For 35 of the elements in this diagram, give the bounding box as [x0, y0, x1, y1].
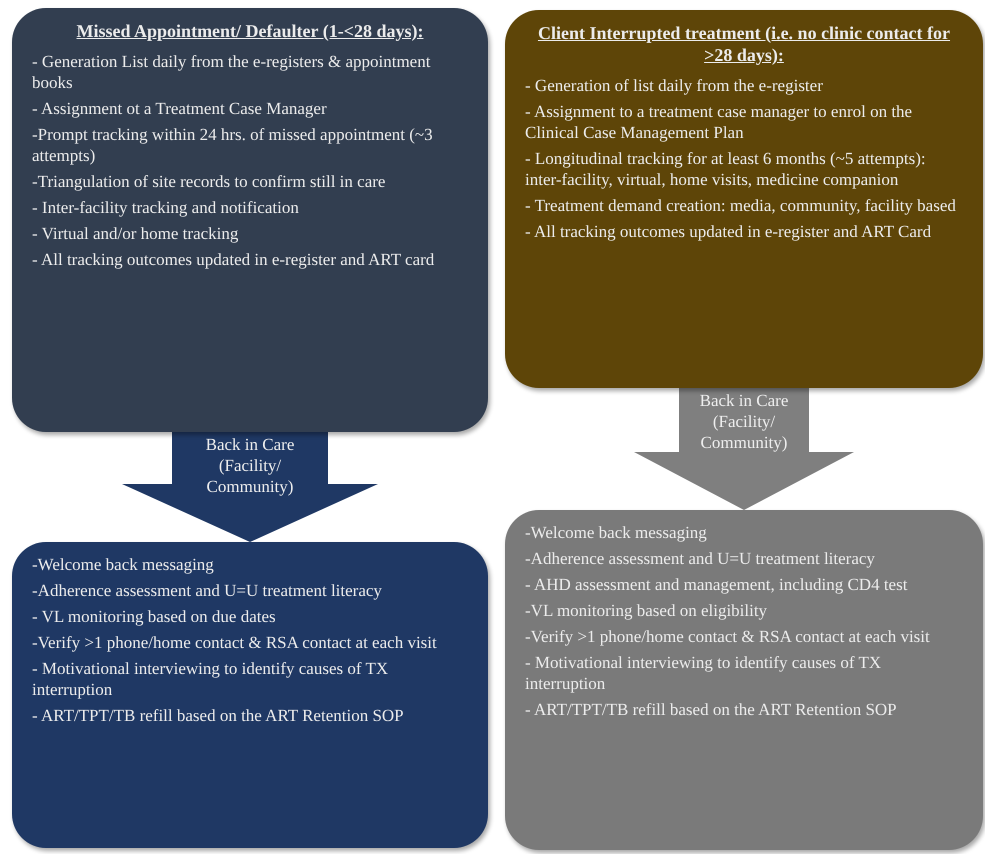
- list-item: - All tracking outcomes updated in e-register and ART card: [32, 249, 436, 270]
- list-item: - Generation List daily from the e-registers & appointment books: [32, 51, 432, 93]
- list-item: - All tracking outcomes updated in e-register and ART Card: [525, 221, 932, 242]
- list-item: -Verify >1 phone/home contact & RSA contact at each visit: [525, 626, 931, 647]
- list-item: -Prompt tracking within 24 hrs. of missed appointment (~3 attempts): [32, 124, 434, 166]
- list-item: -Adherence assessment and U=U treatment literacy: [525, 548, 876, 569]
- process-box: [505, 510, 983, 850]
- box-heading: Missed Appointment/ Defaulter (1-<28 days):: [76, 20, 424, 42]
- list-item: - ART/TPT/TB refill based on the ART Retention SOP: [32, 705, 405, 726]
- list-item: - Generation of list daily from the e-register: [525, 75, 824, 96]
- list-item: - Inter-facility tracking and notification: [32, 197, 300, 218]
- list-item: - VL monitoring based on due dates: [32, 606, 277, 627]
- list-item: - Virtual and/or home tracking: [32, 223, 240, 244]
- block-arrow: [122, 432, 378, 542]
- box-heading: Client Interrupted treatment (i.e. no clinic contact for >28 days):: [536, 22, 952, 66]
- edge-label: Back in Care (Facility/ Community): [698, 390, 790, 453]
- list-item: -VL monitoring based on eligibility: [525, 600, 768, 621]
- list-item: - Motivational interviewing to identify causes of TX interruption: [525, 652, 882, 694]
- list-item: - Longitudinal tracking for at least 6 months (~5 attempts): inter-facility, virtual, home visits, medicine companion: [525, 148, 927, 190]
- process-box: [12, 8, 488, 432]
- list-item: - ART/TPT/TB refill based on the ART Retention SOP: [525, 699, 898, 720]
- list-item: -Verify >1 phone/home contact & RSA contact at each visit: [32, 632, 438, 653]
- process-box: [505, 10, 983, 388]
- list-item: - Assignment to a treatment case manager to enrol on the Clinical Case Management Plan: [525, 101, 914, 143]
- list-item: -Adherence assessment and U=U treatment literacy: [32, 580, 383, 601]
- list-item: - AHD assessment and management, including CD4 test: [525, 574, 908, 595]
- list-item: -Triangulation of site records to confirm still in care: [32, 171, 386, 192]
- list-item: - Treatment demand creation: media, community, facility based: [525, 195, 957, 216]
- list-item: - Motivational interviewing to identify causes of TX interruption: [32, 658, 390, 700]
- block-arrow: [634, 388, 854, 510]
- list-item: - Assignment ot a Treatment Case Manager: [32, 98, 328, 119]
- edge-label: Back in Care (Facility/ Community): [204, 434, 296, 497]
- list-item: -Welcome back messaging: [525, 522, 708, 543]
- list-item: -Welcome back messaging: [32, 554, 215, 575]
- process-box: [12, 542, 488, 848]
